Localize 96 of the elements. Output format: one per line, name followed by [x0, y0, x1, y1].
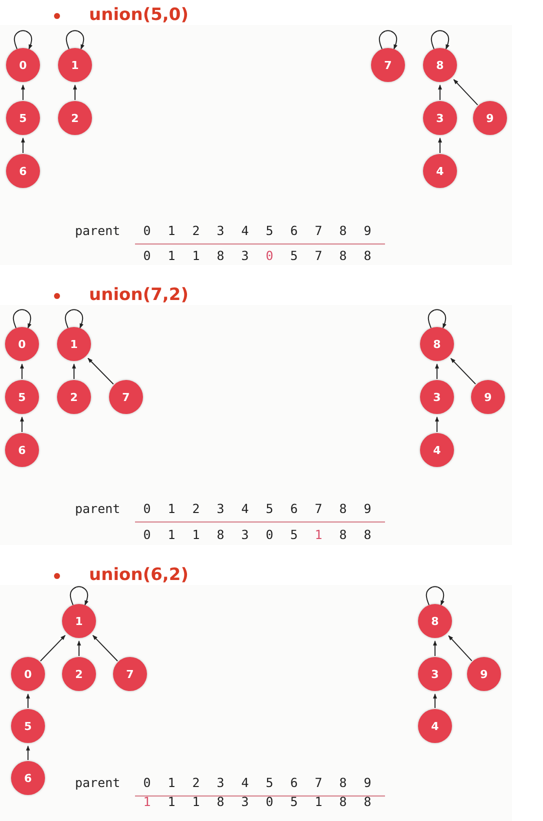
row-label: parent [75, 225, 120, 238]
arrow [88, 358, 114, 385]
parent-value-cell: 8 [339, 250, 347, 262]
self-loop-arrow [426, 586, 444, 606]
index-cell: 3 [216, 225, 224, 238]
row-label: parent [75, 777, 120, 790]
arrow [77, 640, 81, 656]
parent-value-cell: 0 [143, 250, 151, 262]
parent-value-cell: 8 [216, 250, 224, 262]
arrow [26, 694, 30, 708]
parent-value-cell: 8 [364, 250, 372, 262]
arrow [26, 746, 30, 760]
arrow [435, 364, 439, 380]
index-cell: 5 [266, 225, 274, 238]
parent-value-cell: 1 [168, 796, 176, 808]
arrow [433, 694, 437, 708]
index-cell: 6 [290, 503, 298, 516]
parent-value-cell: 0 [143, 529, 151, 542]
arrow [73, 84, 77, 100]
self-loop-arrow [428, 309, 446, 328]
self-loop-arrow [66, 30, 84, 50]
parent-value-cell: 3 [241, 250, 249, 262]
index-cell: 1 [168, 225, 176, 238]
index-cell: 1 [168, 777, 176, 790]
index-cell: 0 [143, 777, 151, 790]
arrow [448, 635, 472, 662]
parent-value-cell: 0 [266, 529, 274, 542]
self-loop-arrow [430, 30, 450, 50]
index-cell: 8 [339, 777, 347, 790]
index-cell: 4 [241, 503, 249, 516]
self-loop-arrow [378, 30, 398, 50]
index-cell: 7 [314, 777, 322, 790]
parent-value-cell: 1 [314, 529, 322, 542]
parent-value-cell: 5 [290, 796, 298, 808]
index-cell: 9 [364, 777, 372, 790]
index-cell: 2 [192, 225, 200, 238]
parent-value-cell: 1 [143, 796, 151, 808]
arrow [453, 79, 478, 106]
arrow [21, 84, 25, 100]
parent-value-cell: 8 [364, 796, 372, 808]
parent-value-cell: 1 [168, 529, 176, 542]
arrow [438, 138, 442, 154]
arrow [438, 84, 442, 100]
parent-value-cell: 8 [339, 796, 347, 808]
arrow [21, 138, 25, 154]
parent-value-cell: 8 [339, 529, 347, 542]
index-cell: 9 [364, 225, 372, 238]
self-loop-arrow [70, 586, 88, 606]
self-loop-arrow [64, 309, 84, 328]
self-loop-arrow [12, 309, 32, 328]
index-cell: 0 [143, 503, 151, 516]
index-cell: 7 [314, 503, 322, 516]
index-cell: 6 [290, 777, 298, 790]
parent-value-cell: 0 [266, 796, 274, 808]
index-cell: 2 [192, 777, 200, 790]
index-cell: 5 [266, 777, 274, 790]
arrow [20, 416, 24, 432]
index-cell: 6 [290, 225, 298, 238]
arrow [433, 640, 437, 656]
index-cell: 9 [364, 503, 372, 516]
step-heading: union(5,0) [89, 7, 188, 24]
arrow [435, 416, 439, 432]
step-heading: union(7,2) [89, 287, 188, 304]
step-heading: union(6,2) [89, 567, 188, 584]
parent-value-cell: 7 [314, 250, 322, 262]
parent-value-cell: 1 [192, 529, 200, 542]
parent-value-cell: 8 [364, 529, 372, 542]
index-cell: 5 [266, 503, 274, 516]
parent-value-cell: 3 [241, 796, 249, 808]
index-cell: 8 [339, 503, 347, 516]
parent-value-cell: 5 [290, 529, 298, 542]
arrow [20, 364, 24, 380]
arrow [40, 634, 66, 662]
index-cell: 3 [216, 777, 224, 790]
index-cell: 1 [168, 503, 176, 516]
parent-value-cell: 1 [168, 250, 176, 262]
arrow [72, 364, 76, 380]
index-cell: 4 [241, 777, 249, 790]
parent-value-cell: 3 [241, 529, 249, 542]
arrow [450, 358, 476, 385]
index-cell: 4 [241, 225, 249, 238]
index-cell: 2 [192, 503, 200, 516]
index-cell: 8 [339, 225, 347, 238]
parent-value-cell: 1 [192, 796, 200, 808]
index-cell: 7 [314, 225, 322, 238]
index-cell: 0 [143, 225, 151, 238]
parent-value-cell: 8 [216, 529, 224, 542]
parent-value-cell: 1 [192, 250, 200, 262]
parent-value-cell: 1 [314, 796, 322, 808]
parent-value-cell: 5 [290, 250, 298, 262]
self-loop-arrow [14, 30, 32, 50]
arrow [92, 634, 118, 662]
parent-value-cell: 8 [216, 796, 224, 808]
row-label: parent [75, 503, 120, 516]
index-cell: 3 [216, 503, 224, 516]
parent-value-cell: 0 [266, 250, 274, 262]
